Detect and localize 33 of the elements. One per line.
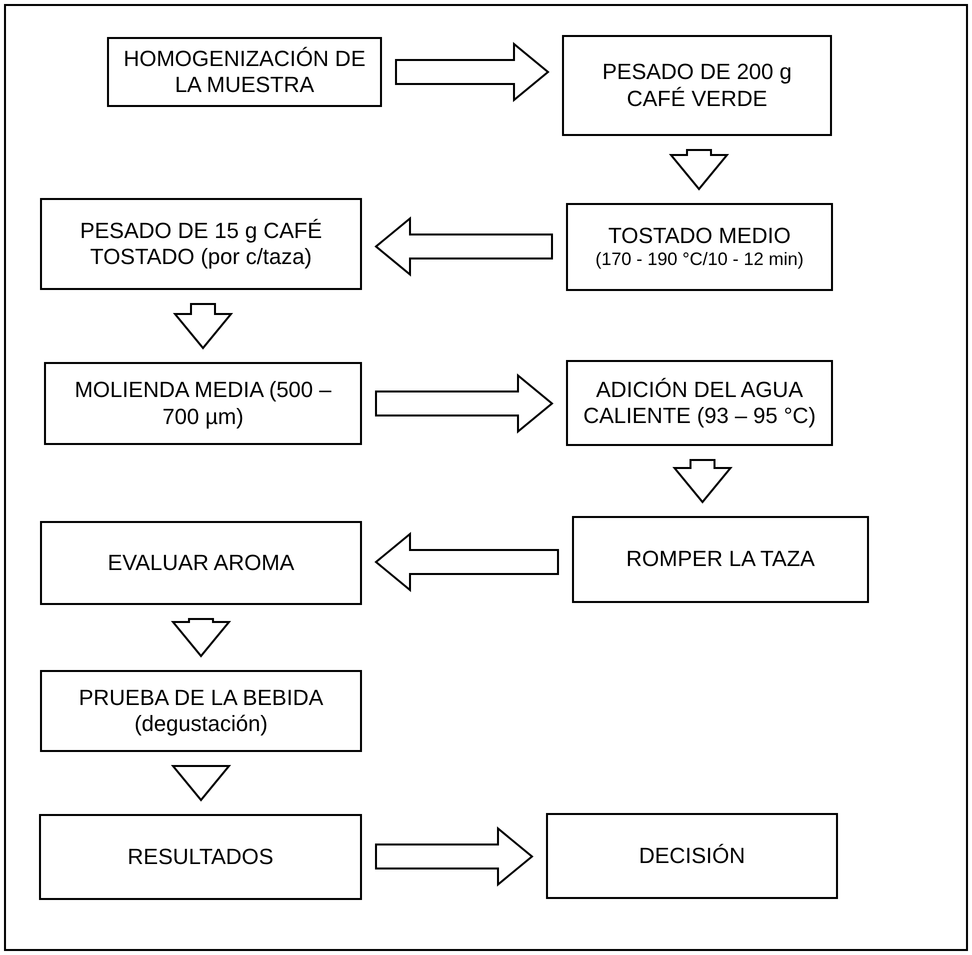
process-box bbox=[40, 521, 362, 605]
process-label: DECISIÓN bbox=[638, 842, 746, 870]
process-box bbox=[566, 203, 833, 291]
process-box bbox=[572, 516, 869, 603]
process-box bbox=[39, 814, 362, 900]
process-box bbox=[44, 362, 362, 445]
process-label: ADICIÓN DEL AGUA CALIENTE (93 – 95 °C) bbox=[582, 376, 817, 430]
process-box bbox=[107, 37, 382, 107]
process-box bbox=[562, 35, 832, 136]
block-arrow bbox=[170, 618, 232, 658]
block-arrow bbox=[375, 826, 534, 887]
process-label: TOSTADO MEDIO bbox=[608, 223, 791, 250]
process-label: PESADO DE 15 g CAFÉ TOSTADO (por c/taza) bbox=[78, 218, 324, 270]
block-arrow bbox=[672, 459, 733, 504]
block-arrow bbox=[668, 149, 730, 191]
process-box bbox=[40, 198, 362, 290]
process-label: PRUEBA DE LA BEBIDA (degustación) bbox=[78, 684, 324, 738]
process-detail: (170 - 190 °C/10 - 12 min) bbox=[595, 249, 804, 271]
block-arrow bbox=[395, 42, 550, 102]
process-label: ROMPER LA TAZA bbox=[626, 546, 815, 573]
block-arrow bbox=[172, 303, 234, 350]
process-label: HOMOGENIZACIÓN DE LA MUESTRA bbox=[122, 46, 366, 98]
process-label: RESULTADOS bbox=[128, 844, 274, 870]
process-box bbox=[546, 813, 838, 899]
process-label: EVALUAR AROMA bbox=[108, 550, 294, 576]
block-arrow bbox=[374, 532, 559, 592]
block-arrow bbox=[375, 373, 554, 434]
block-arrow bbox=[374, 216, 553, 277]
process-box bbox=[566, 360, 833, 446]
block-arrow bbox=[170, 765, 232, 802]
process-label: MOLIENDA MEDIA (500 – 700 µm) bbox=[74, 377, 332, 430]
process-box bbox=[40, 670, 362, 752]
process-label: PESADO DE 200 g CAFÉ VERDE bbox=[601, 59, 793, 112]
